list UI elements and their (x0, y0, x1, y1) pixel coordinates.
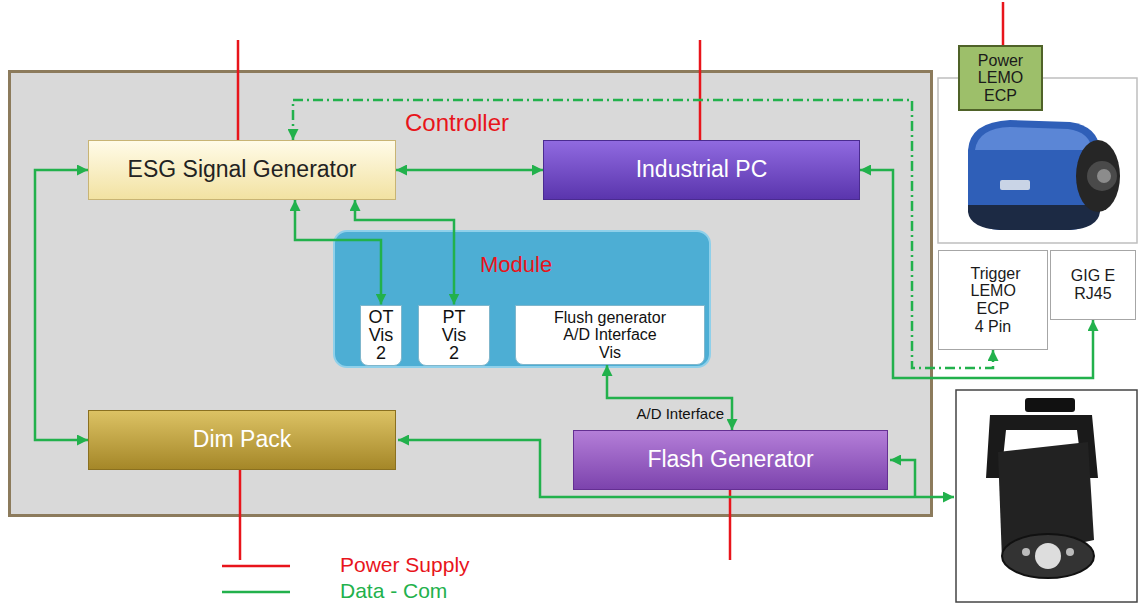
power-line (237, 40, 240, 140)
lamp-front (1002, 534, 1094, 578)
camera-body (968, 120, 1100, 230)
box-label: Industrial PC (636, 156, 768, 184)
trigger-link (293, 100, 993, 368)
box-label: Power LEMO ECP (971, 52, 1031, 105)
lamp-yoke (986, 415, 1098, 478)
lamp-illustration (986, 398, 1098, 578)
lamp-wires (398, 440, 954, 497)
module-box: OT Vis 2 (360, 305, 402, 366)
controller-panel: ESG Signal Generator Industrial PC OT Vis … (8, 70, 933, 517)
lamp-frame (956, 390, 1137, 602)
power-lines (238, 2, 1003, 560)
lamp-wire (398, 440, 954, 497)
box-label: OT Vis 2 (364, 308, 398, 362)
legend-text: Power Supply (340, 554, 470, 576)
camera-base (968, 205, 1100, 230)
data-link (396, 169, 543, 172)
lamp-head (998, 442, 1094, 560)
box-label: ESG Signal Generator (128, 156, 357, 184)
connector-box: Power LEMO ECP (958, 45, 1043, 111)
data-link (860, 170, 1093, 378)
box-label: PT Vis 2 (437, 308, 471, 362)
connector-box: GIG E RJ45 (1050, 250, 1136, 320)
lamp-lens (1035, 543, 1061, 569)
data-link (295, 200, 381, 305)
power-line (729, 490, 732, 560)
module-panel: OT Vis 2 PT Vis 2 Flush generator A/D Inte… (333, 230, 711, 368)
camera-frame (938, 78, 1137, 243)
camera-lens-glass (1097, 169, 1111, 183)
process-box: Industrial PC (543, 140, 860, 200)
power-line (699, 40, 702, 140)
box-label: Flush generator A/D Interface Vis (552, 309, 668, 361)
panel-heading: Module (480, 252, 552, 278)
legend-text: Data - Com (340, 580, 447, 602)
legend-line-sample (222, 591, 290, 594)
power-line (1002, 2, 1005, 45)
panel-heading: Controller (405, 109, 509, 138)
data-link (355, 200, 454, 305)
box-label: GIG E RJ45 (1067, 267, 1119, 302)
process-box: Dim Pack (88, 410, 396, 470)
box-label: Dim Pack (193, 426, 291, 454)
lamp-led (1066, 548, 1074, 556)
camera-illustration (968, 120, 1120, 230)
camera-badge (1000, 180, 1030, 190)
lamp-mount (1025, 398, 1075, 412)
connector-box: Trigger LEMO ECP 4 Pin (938, 250, 1048, 350)
data-link (35, 170, 88, 440)
camera-highlight (975, 127, 1092, 150)
camera-lens-housing (1076, 140, 1120, 212)
module-box: PT Vis 2 (418, 305, 490, 366)
lamp-wire (890, 460, 915, 497)
lamp-led (1022, 548, 1030, 556)
box-label: Trigger LEMO ECP 4 Pin (971, 265, 1016, 335)
box-label: Flash Generator (647, 446, 813, 474)
data-link (607, 365, 732, 430)
legend-line-sample (222, 565, 290, 568)
camera-lens (1087, 161, 1117, 191)
power-line (239, 470, 242, 560)
process-box: ESG Signal Generator (88, 140, 396, 200)
process-box: Flash Generator (573, 430, 888, 490)
module-box: Flush generator A/D Interface Vis (515, 305, 705, 365)
edge-label: A/D Interface (634, 405, 726, 422)
